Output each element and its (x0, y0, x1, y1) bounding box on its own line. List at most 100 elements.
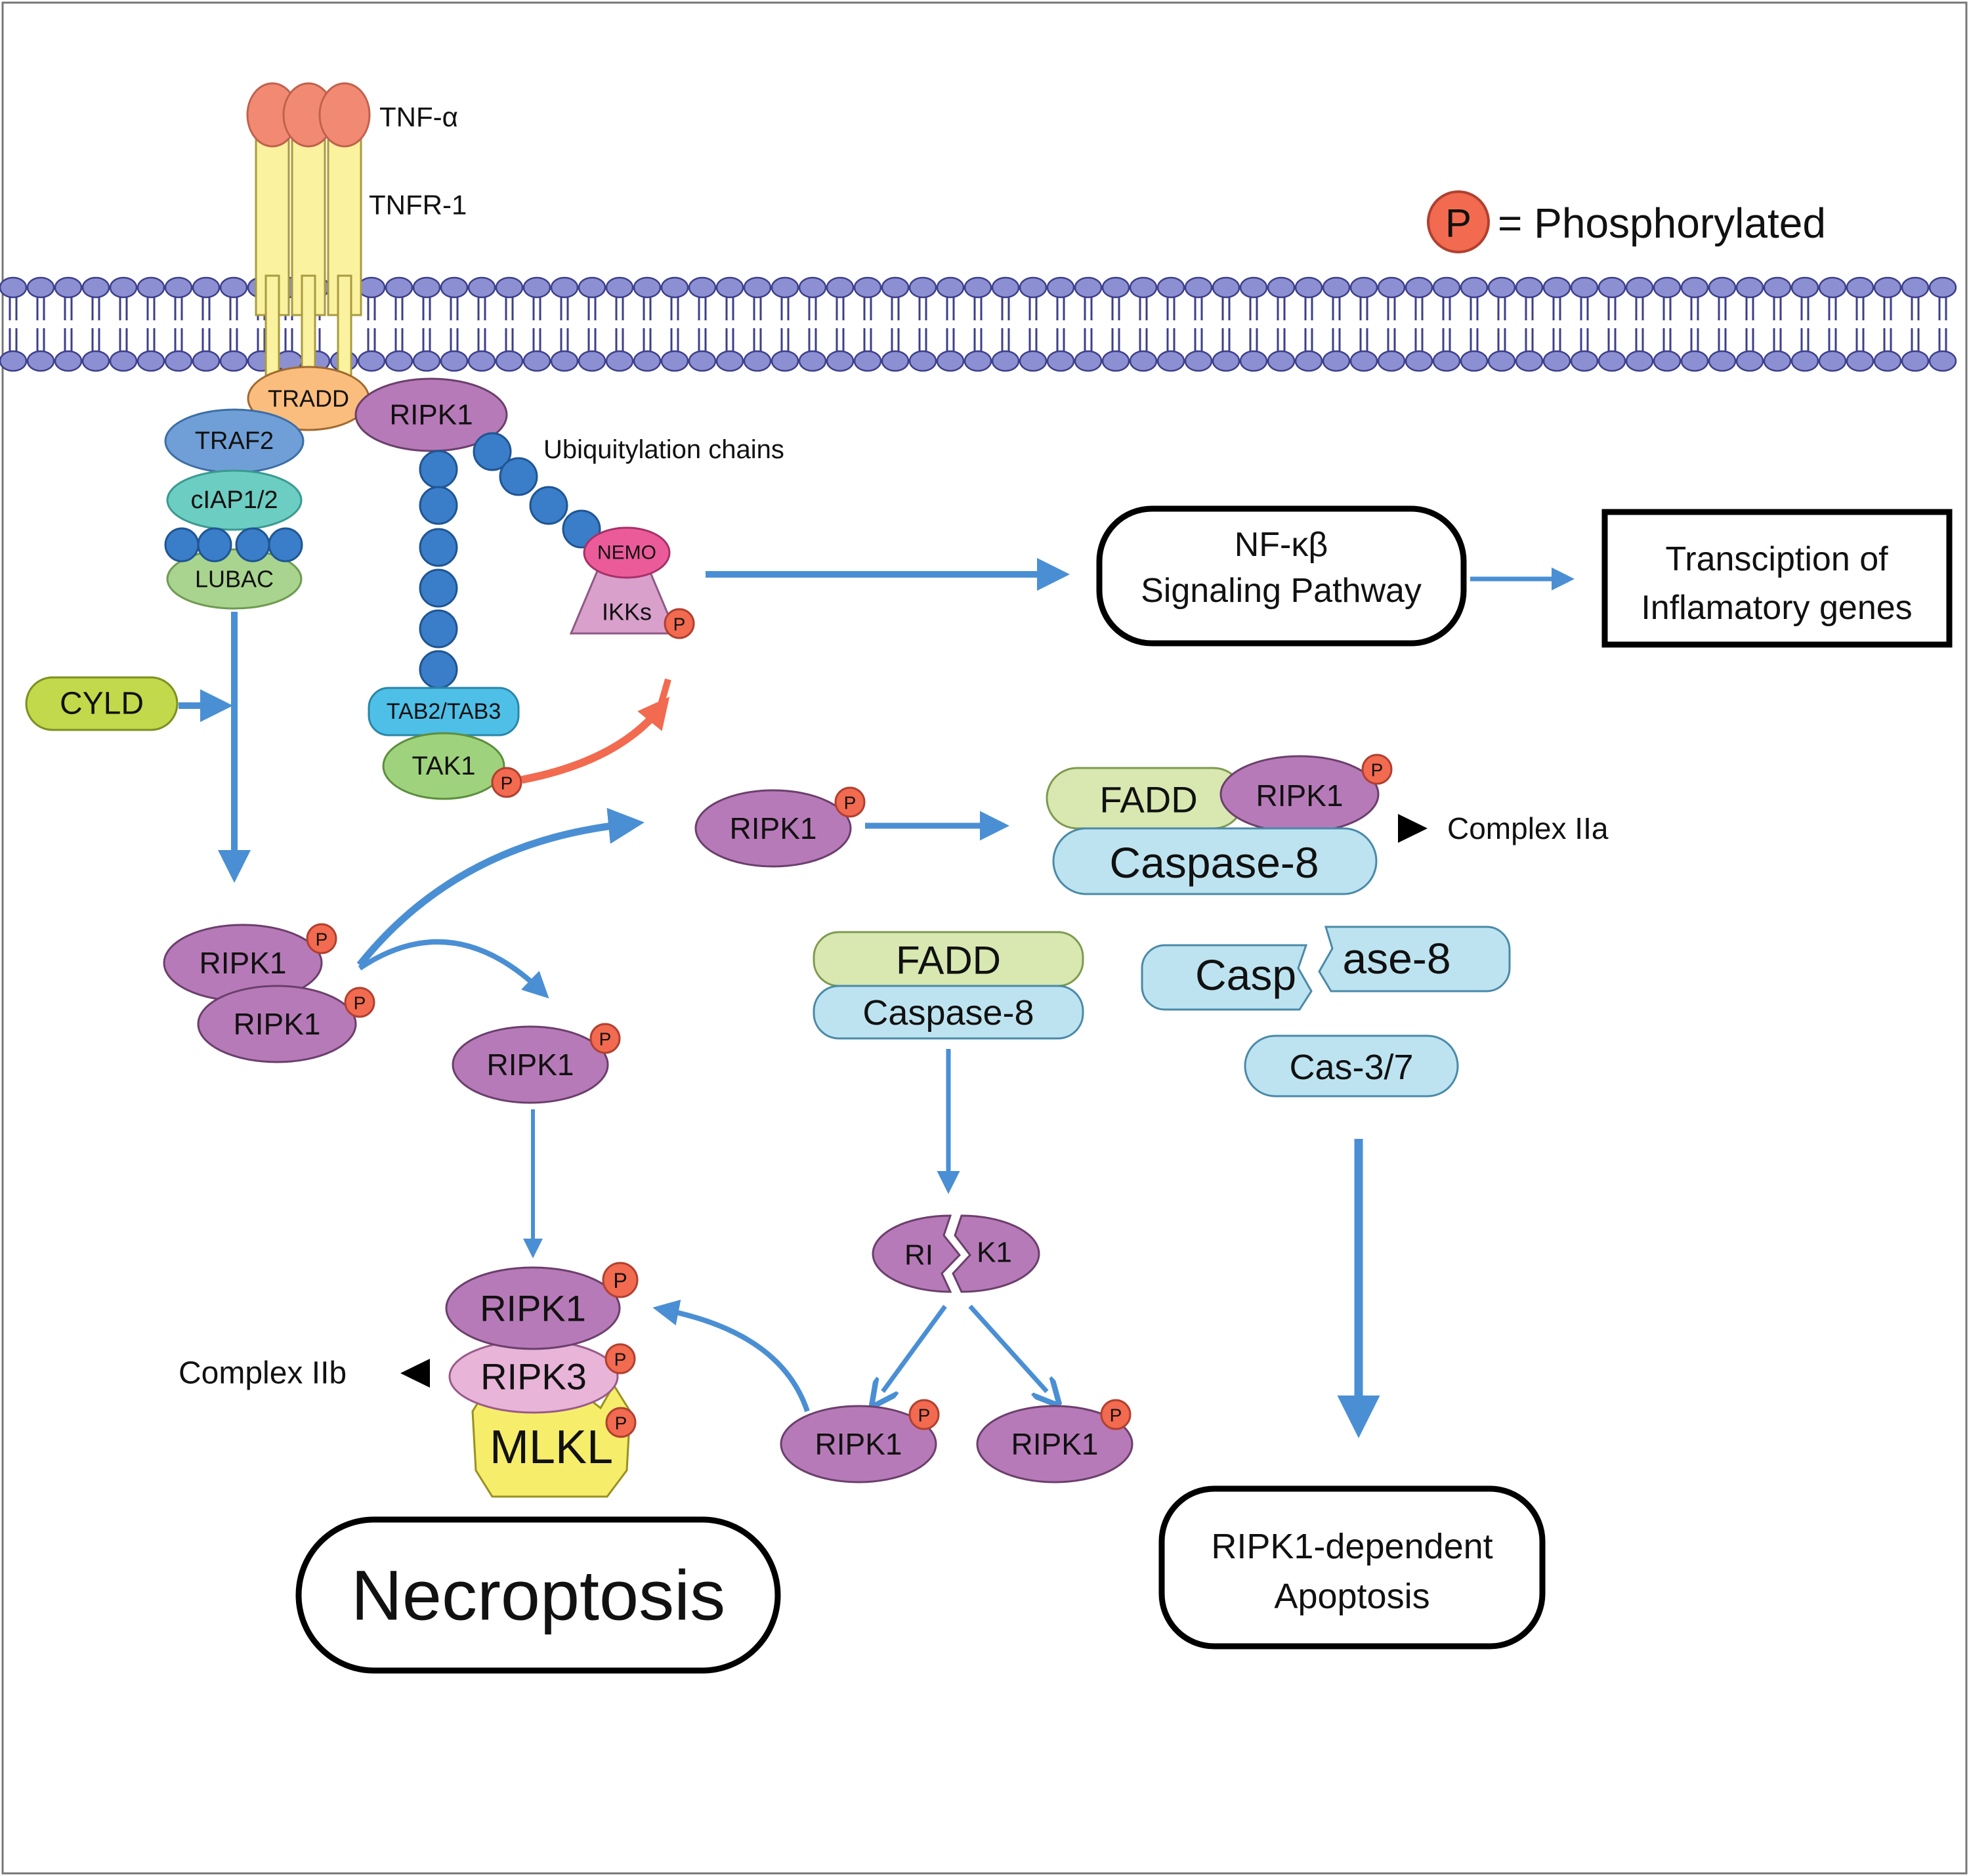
complex2a-caspase8 (1052, 827, 1378, 895)
apoptosis-line1: RIPK1-dependent (1211, 1527, 1493, 1566)
ripk1-fragment-left-phospho-label: P (918, 1405, 931, 1426)
phospho-legend-text: = Phosphorylated (1498, 200, 1826, 247)
complex2b-ripk1-phospho (602, 1262, 639, 1298)
phospho-legend-icon (1427, 190, 1490, 253)
nfkb-line1: NF-κβ (1235, 526, 1328, 564)
ripk1-dimer-bottom (197, 985, 357, 1063)
tnfr1-label: TNFR-1 (369, 190, 467, 221)
ripk1-free-phospho (834, 786, 866, 818)
complex2b-ripk1 (445, 1266, 621, 1350)
ubiquitin-chain-tak1 (419, 450, 458, 689)
phosphorylated-legend: P = Phosphorylated (1427, 190, 1826, 253)
ripk1-membrane-label: RIPK1 (389, 399, 473, 431)
ciap-node (166, 469, 303, 531)
ripk1-free-node (694, 789, 852, 868)
complex2a-label: Complex IIa (1447, 811, 1609, 845)
ripk1-free-label: RIPK1 (730, 811, 817, 845)
nfkb-line2: Signaling Pathway (1141, 572, 1422, 610)
tab2-tab3-label: TAB2/TAB3 (387, 699, 501, 724)
dimer-to-ripk1-necroptosis-arrow (358, 939, 549, 999)
linear-ubiquitin-chain (164, 527, 303, 563)
ripk1-fragment-right-phospho-label: P (1110, 1405, 1122, 1426)
apoptosis-box (1158, 1485, 1546, 1650)
ripk1-dimer-bottom-phospho (344, 987, 375, 1018)
ciap-label: cIAP1/2 (190, 486, 278, 514)
caspase8-node (813, 985, 1084, 1040)
tak1-to-ikks-arrow-tail (656, 678, 671, 710)
cyld-label: CYLD (60, 687, 144, 721)
complex2a-ripk1-phospho-label: P (1371, 760, 1384, 780)
ubiquitin-chain-nemo (473, 432, 601, 549)
tak1-node (382, 732, 505, 800)
cleaved-caspase8-left-label: Casp (1195, 950, 1296, 999)
complex2a-ripk1-phospho (1361, 754, 1393, 785)
ikks-phospho-label: P (673, 614, 686, 635)
ripk1-fragment-left (780, 1405, 937, 1483)
cleaved-ripk1-left-label: RI (904, 1239, 933, 1271)
mlkl-phospho (605, 1407, 637, 1438)
tak1-to-ikks-arrow (520, 696, 670, 784)
ripk1-necroptosis-label: RIPK1 (487, 1048, 574, 1082)
mlkl-phospho-label: P (615, 1413, 627, 1434)
caspase8-label: Caspase-8 (862, 993, 1034, 1033)
ripk1-fragment-left-phospho (908, 1399, 940, 1430)
ripk1-fragment-left-label: RIPK1 (815, 1427, 902, 1461)
traf2-label: TRAF2 (195, 427, 274, 455)
tradd-label: TRADD (268, 385, 349, 412)
necroptosis-label: Necroptosis (351, 1556, 725, 1635)
transcription-line1: Transciption of (1665, 540, 1888, 578)
lubac-node (166, 548, 303, 610)
ripk1-dimer-bottom-label: RIPK1 (234, 1007, 321, 1041)
ripk1-dimer-top-label: RIPK1 (200, 946, 287, 980)
cleaved-ripk1-right-label: K1 (977, 1237, 1012, 1269)
complex2b-label: Complex IIb (179, 1356, 347, 1391)
complex2a-caspase8-label: Caspase-8 (1109, 838, 1319, 887)
ikks-phospho-icon (664, 608, 695, 639)
nemo-node (583, 526, 671, 579)
ripk3-phospho-label: P (614, 1350, 627, 1370)
transcription-line2: Inflamatory genes (1641, 589, 1912, 627)
ripk1-dimer-bottom-phospho-label: P (354, 993, 366, 1013)
transcription-box (1601, 509, 1953, 648)
cleaved-caspase8-right (1318, 926, 1511, 992)
cleaved-caspase8: Casp ase-8 (1141, 926, 1511, 1011)
ripk1-fragment-right-label: RIPK1 (1011, 1427, 1099, 1461)
fadd-label: FADD (896, 939, 1001, 983)
ripk1-dimer-top-phospho-label: P (316, 929, 328, 950)
ikks-label: IKKs (602, 599, 652, 626)
ripk1-free-phospho-label: P (844, 793, 857, 813)
nfkb-pathway-box (1096, 505, 1467, 647)
ripk1-necroptosis-node (452, 1025, 609, 1104)
ripk1-necroptosis-phospho-label: P (599, 1029, 612, 1050)
tak1-label: TAK1 (412, 752, 475, 780)
tnf-alpha-trimer (246, 82, 371, 148)
cleaved-caspase8-left (1141, 944, 1313, 1011)
tak1-phospho-label: P (501, 773, 513, 794)
complex2b-ripk1-label: RIPK1 (480, 1288, 586, 1329)
cas37-label: Cas-3/7 (1289, 1048, 1413, 1087)
tak1-phospho-icon (491, 767, 522, 798)
cleaved-ripk1-left (872, 1214, 961, 1293)
phospho-legend-symbol: P (1445, 202, 1471, 245)
complex2a-pointer-icon (1398, 814, 1428, 843)
ripk1-membrane-node (354, 377, 508, 452)
ubiquitylation-chains-label: Ubiquitylation chains (543, 435, 784, 464)
cleaved-ripk1: RI K1 (872, 1214, 1040, 1293)
ripk1-necroptosis-phospho (589, 1023, 621, 1054)
tnf-alpha-label: TNF-α (379, 102, 458, 133)
complex2b-ripk1-phospho-label: P (613, 1269, 627, 1292)
tnfr1-receptor (255, 104, 362, 408)
cleaved-ripk1-right (952, 1214, 1040, 1293)
lubac-label: LUBAC (195, 566, 274, 593)
ripk1-fragment-to-complex2b-arrow (652, 1299, 810, 1413)
ripk1-fragment-right (976, 1405, 1133, 1483)
complex2b-pointer-icon (400, 1359, 430, 1388)
apoptosis-line2: Apoptosis (1274, 1577, 1429, 1616)
cleaved-ripk1-left-arrow (883, 1304, 947, 1392)
cleaved-ripk1-right-arrow (968, 1304, 1047, 1392)
complex2a-fadd-label: FADD (1099, 779, 1197, 821)
cyld-node (25, 676, 179, 731)
cleaved-caspase8-right-label: ase-8 (1342, 934, 1450, 983)
cas37-node (1244, 1034, 1459, 1098)
